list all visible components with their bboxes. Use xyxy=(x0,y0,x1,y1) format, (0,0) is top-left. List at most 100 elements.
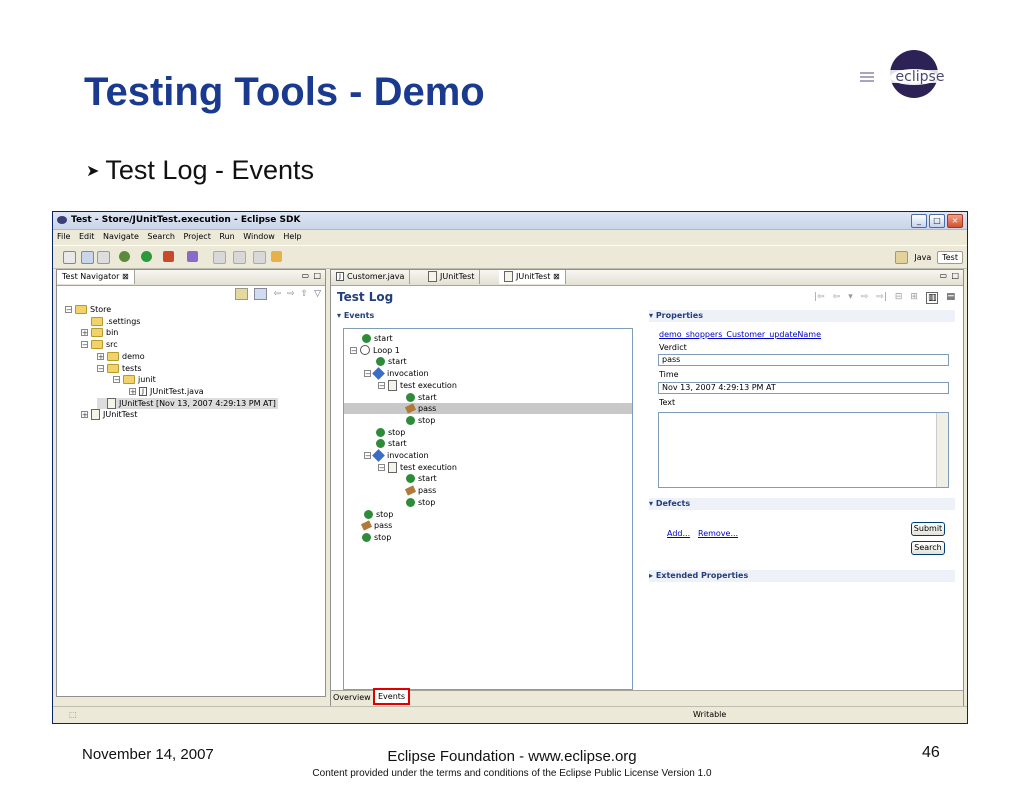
events-section-header[interactable]: ▾ Events xyxy=(337,311,375,320)
tab-overview[interactable]: Overview xyxy=(333,693,371,702)
fast-view-icon[interactable]: ⬚ xyxy=(69,710,77,719)
navigator-item[interactable]: +bin xyxy=(81,327,118,338)
collapse-toggle-icon[interactable]: − xyxy=(113,376,120,385)
submit-button[interactable]: Submit xyxy=(911,522,945,536)
event-row[interactable]: stop xyxy=(344,427,632,438)
layout-horizontal-icon[interactable]: ▥ xyxy=(925,292,939,304)
filter-icon[interactable]: ▾ xyxy=(848,292,853,302)
event-row[interactable]: stop xyxy=(344,497,632,508)
forward-icon[interactable] xyxy=(271,251,282,262)
event-row[interactable]: −Loop 1 xyxy=(344,345,632,356)
link-with-editor-icon[interactable] xyxy=(235,288,249,300)
expand-toggle-icon[interactable]: + xyxy=(81,329,88,338)
navigator-item[interactable]: −tests xyxy=(97,363,142,374)
last-event-icon[interactable]: ⇨| xyxy=(876,292,887,302)
maximize-editor-icon[interactable]: □ xyxy=(951,271,959,280)
first-event-icon[interactable]: |⇦ xyxy=(814,292,825,302)
previous-event-icon[interactable]: ⇦ xyxy=(832,292,841,302)
defects-section-header[interactable]: ▾ Defects xyxy=(649,498,955,510)
menu-search[interactable]: Search xyxy=(147,232,175,241)
layout-vertical-icon[interactable]: ▤ xyxy=(946,292,955,302)
event-row[interactable]: −invocation xyxy=(344,449,632,462)
minimize-view-icon[interactable]: ▭ xyxy=(301,271,309,280)
menu-navigate[interactable]: Navigate xyxy=(102,232,139,241)
remove-defect-link[interactable]: Remove... xyxy=(698,529,739,538)
event-row[interactable]: −invocation xyxy=(344,367,632,380)
close-button[interactable]: × xyxy=(947,214,963,228)
event-row[interactable]: −test execution xyxy=(344,379,632,391)
verdict-field[interactable]: pass xyxy=(658,354,949,366)
next-annotation-icon[interactable] xyxy=(233,251,246,264)
navigator-item[interactable]: JUnitTest [Nov 13, 2007 4:29:13 PM AT] xyxy=(97,397,278,409)
navigator-item[interactable]: +JUnitTest xyxy=(81,409,137,421)
expand-toggle-icon[interactable]: + xyxy=(81,411,88,420)
event-row[interactable]: stop xyxy=(344,415,632,426)
expand-toggle-icon[interactable]: + xyxy=(97,352,104,361)
save-icon[interactable] xyxy=(81,251,94,264)
minimize-button[interactable]: _ xyxy=(911,214,927,228)
nav-back-icon[interactable]: ⇦ xyxy=(273,289,281,299)
event-row[interactable]: start xyxy=(344,438,632,449)
event-row[interactable]: start xyxy=(344,356,632,367)
navigator-item[interactable]: .settings xyxy=(81,316,140,327)
minimize-editor-icon[interactable]: ▭ xyxy=(939,271,947,280)
collapse-icon[interactable]: ⊞ xyxy=(910,292,918,302)
event-row[interactable]: pass xyxy=(344,403,632,415)
collapse-toggle-icon[interactable]: − xyxy=(364,452,371,460)
maximize-view-icon[interactable]: □ xyxy=(313,271,321,280)
next-event-icon[interactable]: ⇨ xyxy=(860,292,869,302)
text-area-scrollbar[interactable] xyxy=(936,413,948,487)
external-tools-icon[interactable] xyxy=(163,251,174,262)
menu-file[interactable]: File xyxy=(57,232,71,241)
new-icon[interactable] xyxy=(63,251,76,264)
menu-help[interactable]: Help xyxy=(283,232,302,241)
window-titlebar[interactable]: Test - Store/JUnitTest.execution - Eclip… xyxy=(53,212,967,230)
navigator-item[interactable]: −junit xyxy=(113,374,156,385)
collapse-toggle-icon[interactable]: − xyxy=(378,463,385,472)
event-row[interactable]: start xyxy=(344,392,632,403)
event-row[interactable]: start xyxy=(344,333,632,344)
event-row[interactable]: pass xyxy=(344,520,632,531)
collapse-all-icon[interactable] xyxy=(254,288,268,300)
navigator-item[interactable]: −Store xyxy=(65,304,111,315)
open-type-icon[interactable] xyxy=(187,251,198,262)
event-row[interactable]: pass xyxy=(344,485,632,496)
navigator-item[interactable]: −src xyxy=(81,339,118,350)
collapse-toggle-icon[interactable]: − xyxy=(81,341,88,350)
event-row[interactable]: stop xyxy=(344,532,632,543)
run-icon[interactable] xyxy=(141,251,152,262)
text-area[interactable] xyxy=(658,412,949,488)
menu-edit[interactable]: Edit xyxy=(78,232,95,241)
menu-window[interactable]: Window xyxy=(243,232,275,241)
collapse-toggle-icon[interactable]: − xyxy=(97,364,104,373)
nav-up-icon[interactable]: ⇧ xyxy=(300,289,309,299)
menu-run[interactable]: Run xyxy=(219,232,235,241)
nav-forward-icon[interactable]: ⇨ xyxy=(286,289,295,299)
tab-test-navigator[interactable]: Test Navigator ⊠ xyxy=(57,270,135,284)
collapse-toggle-icon[interactable]: − xyxy=(364,370,371,379)
properties-section-header[interactable]: ▾ Properties xyxy=(649,310,955,322)
tab-junittest-1[interactable]: JUnitTest xyxy=(423,270,481,284)
add-defect-link[interactable]: Add... xyxy=(667,529,691,538)
time-field[interactable]: Nov 13, 2007 4:29:13 PM AT xyxy=(658,382,949,394)
event-row[interactable]: start xyxy=(344,473,632,484)
navigator-item[interactable]: +demo xyxy=(97,351,145,362)
expand-toggle-icon[interactable]: + xyxy=(129,387,136,396)
properties-event-link[interactable]: demo_shoppers_Customer_updateName xyxy=(659,330,822,339)
search-button[interactable]: Search xyxy=(911,541,945,555)
view-menu-icon[interactable]: ▽ xyxy=(314,289,321,299)
debug-icon[interactable] xyxy=(119,251,130,262)
expand-icon[interactable]: ⊟ xyxy=(894,292,903,302)
back-icon[interactable] xyxy=(253,251,266,264)
collapse-toggle-icon[interactable]: − xyxy=(350,346,357,355)
collapse-toggle-icon[interactable]: − xyxy=(378,381,385,390)
tab-events[interactable]: Events xyxy=(373,688,411,705)
collapse-toggle-icon[interactable]: − xyxy=(65,306,72,314)
extended-properties-header[interactable]: ▸ Extended Properties xyxy=(649,570,955,582)
annotation-icon[interactable] xyxy=(213,251,226,264)
maximize-button[interactable]: □ xyxy=(929,214,945,228)
event-row[interactable]: stop xyxy=(344,509,632,520)
print-icon[interactable] xyxy=(97,251,110,264)
